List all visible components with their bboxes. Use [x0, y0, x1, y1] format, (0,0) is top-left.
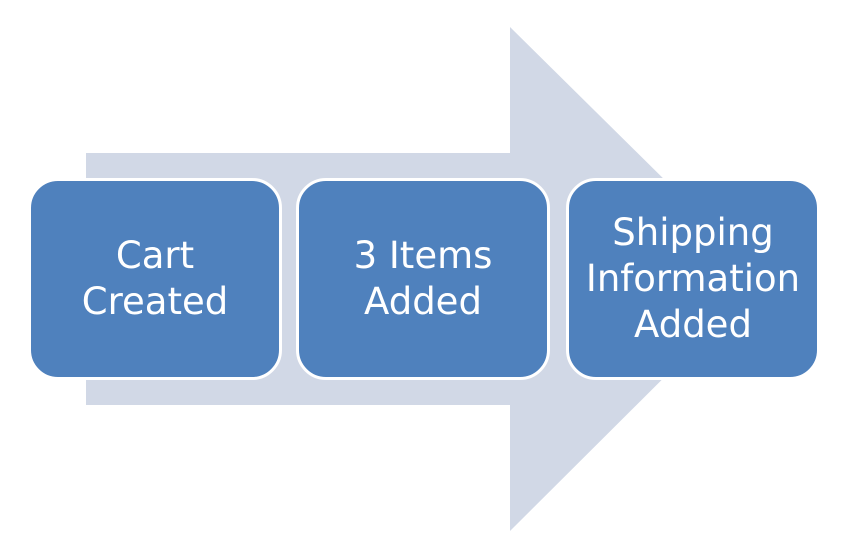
step-items-added: 3 Items Added: [296, 178, 550, 380]
step-label-line: Information: [585, 257, 801, 300]
step-label-line: Created: [81, 280, 229, 323]
step-label-line: Shipping: [612, 211, 774, 254]
step-label-line: Cart: [115, 234, 195, 277]
step-label: Cart Created: [82, 233, 228, 325]
step-label: 3 Items Added: [354, 233, 493, 325]
step-label-line: Added: [364, 280, 482, 323]
step-label: Shipping Information Added: [586, 210, 800, 348]
step-label-line: Added: [634, 303, 752, 346]
step-cart-created: Cart Created: [28, 178, 282, 380]
step-shipping-information-added: Shipping Information Added: [566, 178, 820, 380]
step-label-line: 3 Items: [353, 234, 493, 277]
